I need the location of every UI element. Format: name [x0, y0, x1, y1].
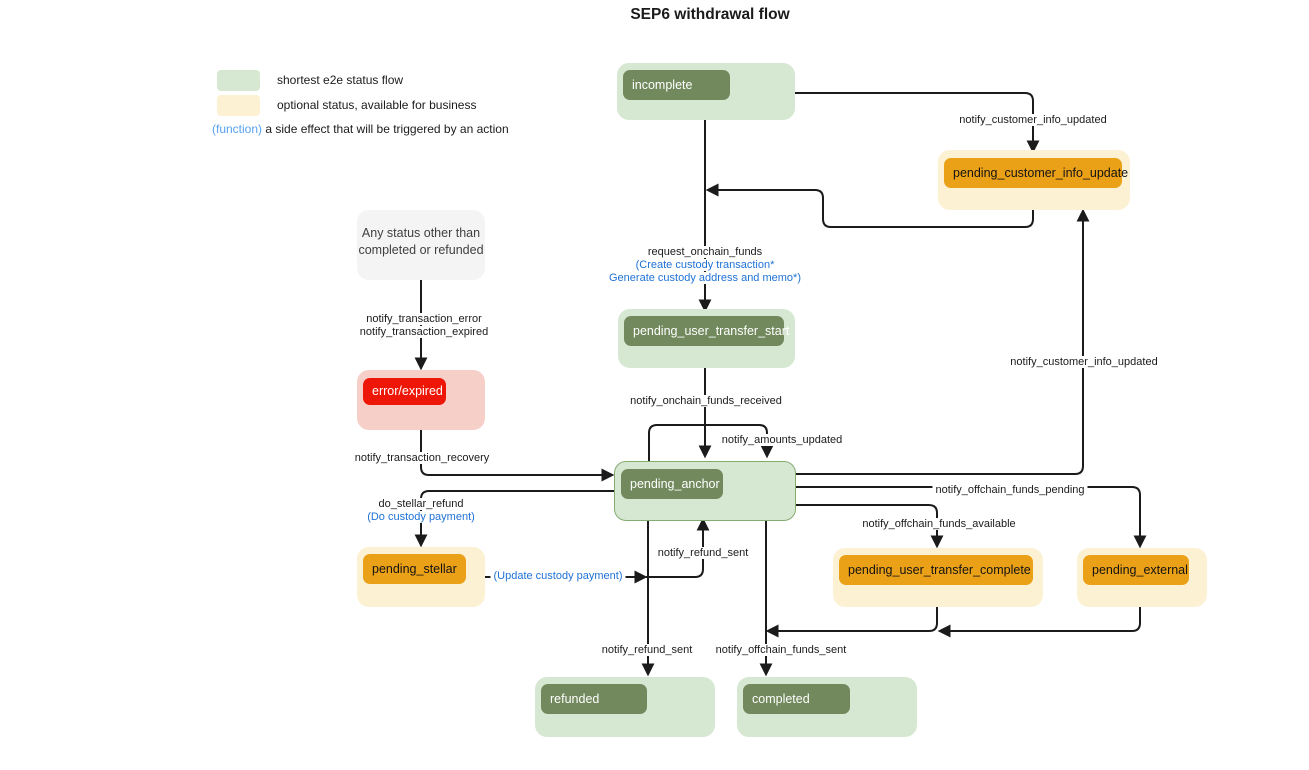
edge-pending-external-to-completed — [937, 607, 1141, 638]
node-error-expired-label: error/expired — [363, 378, 446, 405]
node-pending-user-transfer-start-label: pending_user_transfer_start — [624, 316, 789, 346]
edge-label-request-onchain-funds: request_onchain_funds — [644, 246, 766, 258]
page-title: SEP6 withdrawal flow — [630, 6, 790, 23]
edge-label-notify-refund-sent-loop: notify_refund_sent — [654, 547, 752, 559]
legend-function-word: (function) — [212, 122, 263, 136]
node-completed-label: completed — [743, 684, 850, 714]
edge-label-do-stellar-refund: do_stellar_refund — [375, 498, 467, 510]
node-error-expired: error/expired — [357, 370, 485, 430]
node-refunded: refunded — [535, 677, 715, 737]
edge-label-notify-customer-info-updated-right: notify_customer_info_updated — [1007, 356, 1161, 368]
node-incomplete: incomplete — [617, 63, 795, 120]
edge-label-notify-onchain-funds-received: notify_onchain_funds_received — [627, 395, 785, 407]
node-pending-anchor-label: pending_anchor — [621, 469, 723, 499]
edge-incomplete-to-pending-customer-info-update — [795, 92, 1040, 154]
edge-label-notify-offchain-funds-available: notify_offchain_funds_available — [859, 518, 1019, 530]
node-pending-anchor: pending_anchor — [614, 461, 796, 521]
node-pending-user-transfer-complete: pending_user_transfer_complete — [833, 548, 1043, 607]
edge-pending-customer-info-update-return — [705, 183, 1034, 228]
edge-label-create-custody-transaction: (Create custody transaction* — [632, 259, 778, 271]
node-any-status-label: Any status other than completed or refun… — [358, 226, 484, 257]
edge-label-notify-amounts-updated: notify_amounts_updated — [718, 434, 846, 446]
node-incomplete-label: incomplete — [623, 70, 730, 100]
edge-label-notify-transaction-recovery: notify_transaction_recovery — [351, 452, 493, 464]
legend-label-yellow: optional status, available for business — [277, 98, 477, 112]
node-pending-stellar: pending_stellar — [357, 547, 485, 607]
node-pending-stellar-label: pending_stellar — [363, 554, 466, 584]
edge-label-notify-refund-sent-down: notify_refund_sent — [598, 644, 696, 656]
node-pending-user-transfer-complete-label: pending_user_transfer_complete — [839, 555, 1033, 585]
legend-function-line: (function) a side effect that will be tr… — [212, 122, 509, 136]
node-completed: completed — [737, 677, 917, 737]
edge-label-notify-transaction-error: notify_transaction_error — [363, 313, 485, 325]
node-pending-external-label: pending_external — [1083, 555, 1189, 585]
node-pending-external: pending_external — [1077, 548, 1207, 607]
edge-label-do-custody-payment: (Do custody payment) — [364, 511, 478, 523]
edge-pending-anchor-to-pending-external — [796, 486, 1147, 549]
node-pending-customer-info-update-label: pending_customer_info_update — [944, 158, 1128, 188]
legend-swatch-yellow — [217, 95, 260, 116]
legend-function-desc: a side effect that will be triggered by … — [265, 122, 509, 136]
edge-pending-user-transfer-complete-to-completed — [765, 607, 938, 638]
edge-label-notify-offchain-funds-sent: notify_offchain_funds_sent — [712, 644, 850, 656]
edge-pending-anchor-self-loop — [648, 424, 774, 461]
node-any-status: Any status other than completed or refun… — [357, 210, 485, 280]
edge-label-notify-transaction-expired: notify_transaction_expired — [356, 326, 492, 338]
node-refunded-label: refunded — [541, 684, 647, 714]
edge-label-notify-customer-info-updated-top: notify_customer_info_updated — [956, 114, 1110, 126]
node-pending-customer-info-update: pending_customer_info_update — [938, 150, 1130, 210]
edge-pending-stellar-to-pending-anchor — [646, 517, 710, 578]
legend-label-green: shortest e2e status flow — [277, 73, 404, 87]
node-pending-user-transfer-start: pending_user_transfer_start — [618, 309, 795, 368]
legend-swatch-green — [217, 70, 260, 91]
edge-label-generate-custody-address: Generate custody address and memo*) — [606, 272, 804, 284]
edge-error-expired-to-pending-anchor — [420, 430, 615, 482]
edge-label-update-custody-payment: (Update custody payment) — [490, 570, 626, 582]
edge-pending-anchor-to-pending-customer-info-update — [796, 208, 1090, 475]
edge-label-notify-offchain-funds-pending: notify_offchain_funds_pending — [932, 484, 1088, 496]
edge-pending-anchor-to-pending-user-transfer-complete — [796, 504, 944, 549]
